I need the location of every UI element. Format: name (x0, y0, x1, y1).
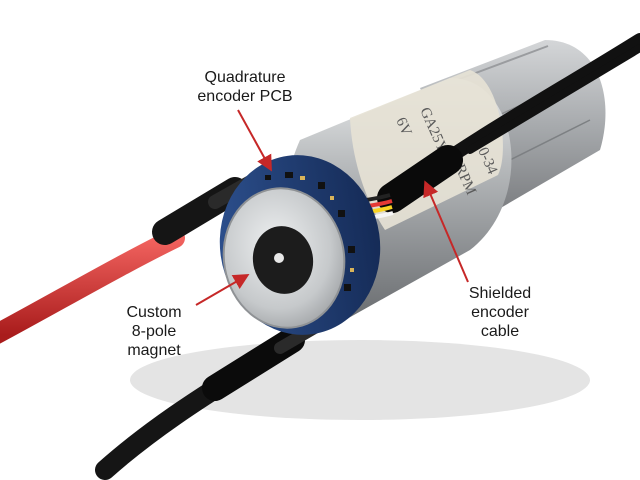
cable-annotation-line3: cable (480, 323, 520, 340)
magnet-annotation-line1: Custom (126, 304, 182, 321)
cable-annotation: Shielded encoder cable (450, 284, 550, 341)
cable-arrow (423, 180, 469, 283)
pcb-annotation-line1: Quadrature (204, 69, 286, 86)
magnet-annotation: Custom 8-pole magnet (112, 303, 196, 360)
pcb-annotation: Quadrature encoder PCB (180, 68, 310, 106)
magnet-annotation-line2: 8-pole (131, 323, 177, 340)
red-wire (0, 228, 185, 344)
cable-annotation-line1: Shielded (468, 285, 532, 302)
pcb-annotation-line2: encoder PCB (197, 88, 293, 105)
cable-annotation-line2: encoder (471, 304, 529, 321)
pcb-components (265, 172, 355, 291)
magnet-annotation-line3: magnet (127, 342, 181, 359)
cable-heatshrink (377, 145, 463, 213)
pcb-arrow (237, 109, 272, 172)
magnet-arrow (195, 273, 250, 306)
motor-print-line3: 6V (392, 115, 414, 138)
motor-shaft (274, 253, 284, 263)
